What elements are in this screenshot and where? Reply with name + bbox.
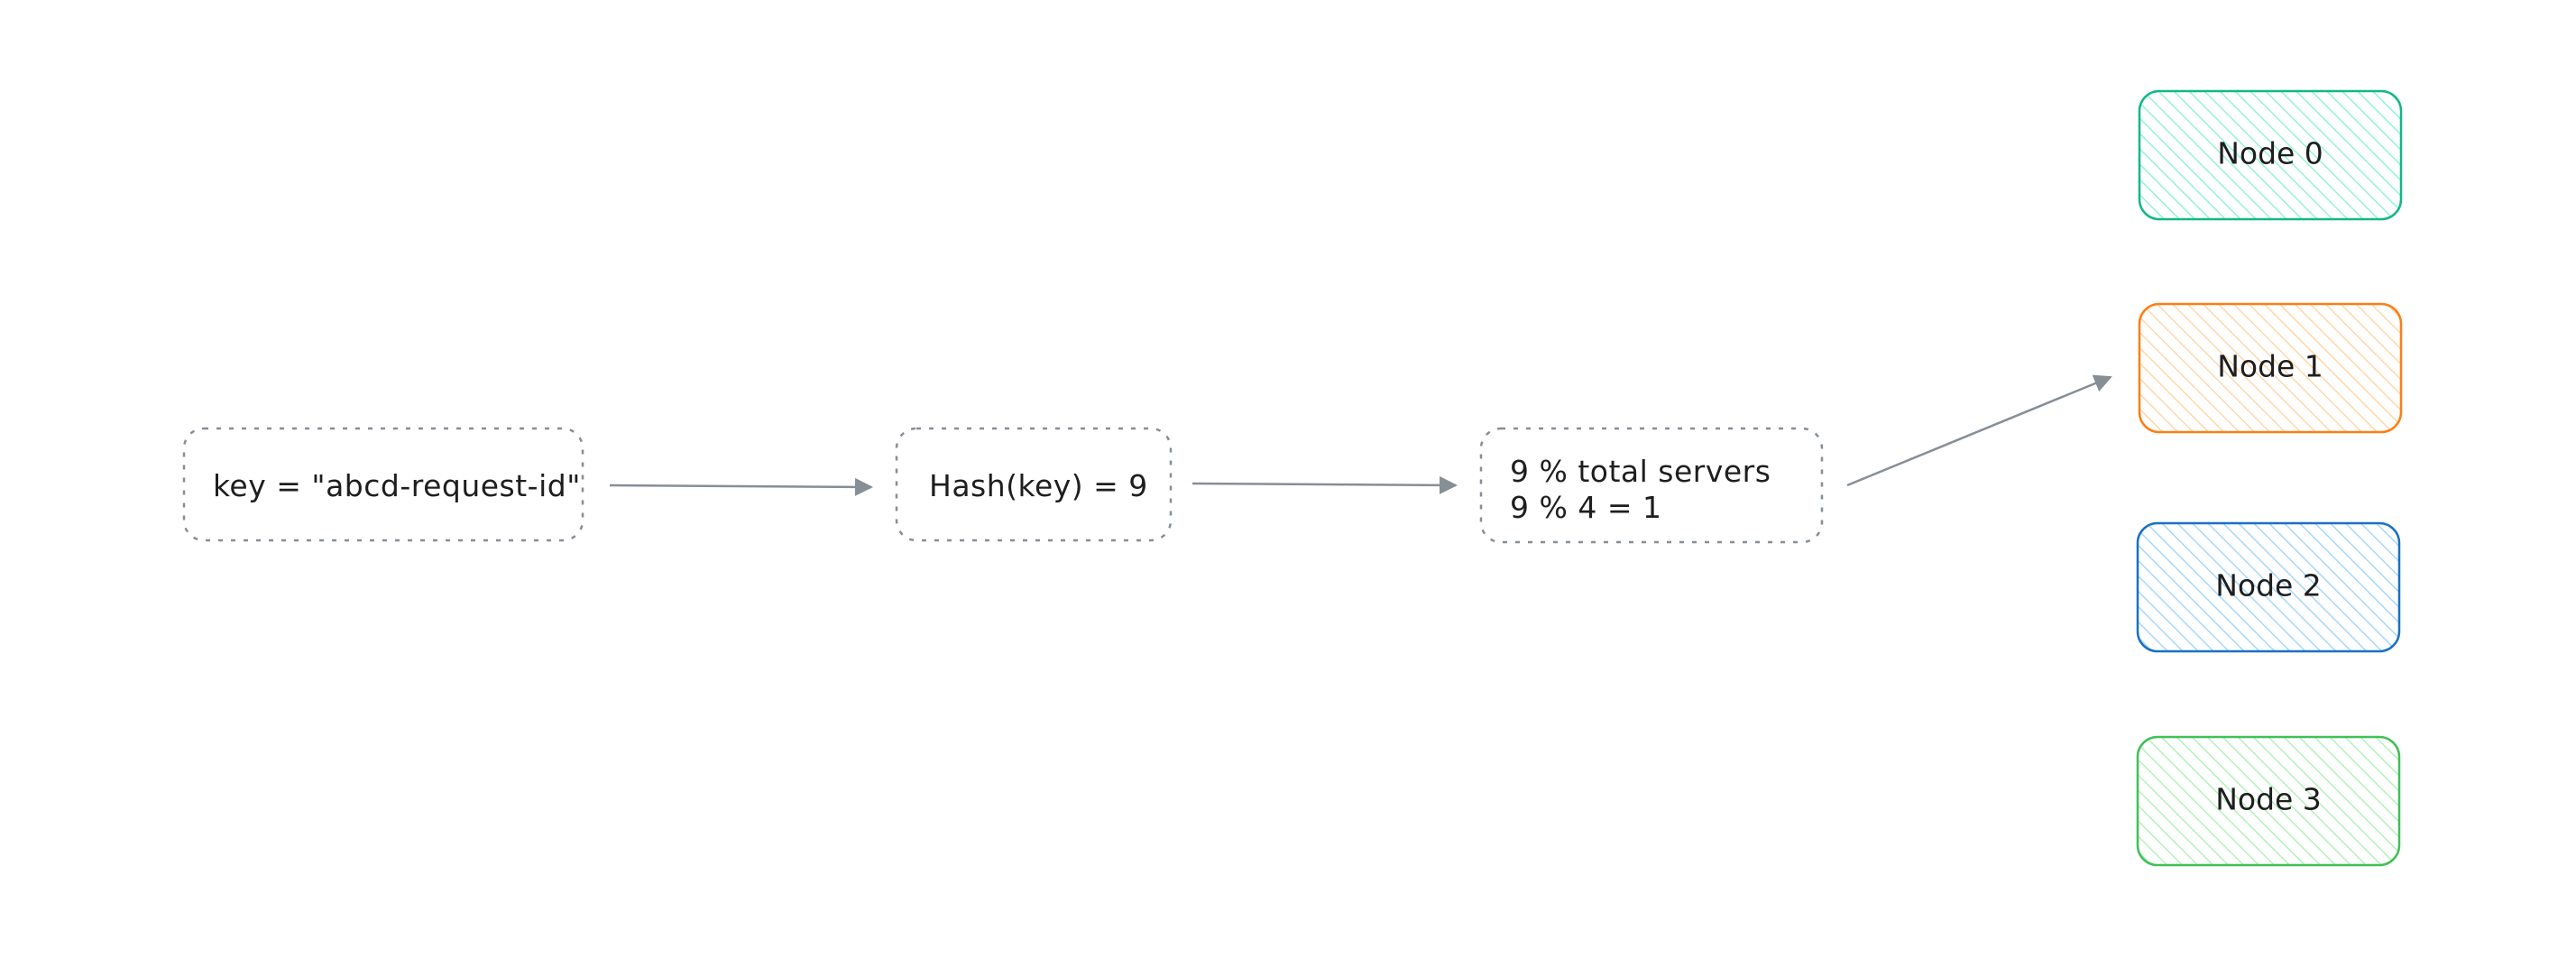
key-box-border xyxy=(182,427,584,542)
modulo-box: 9 % total servers 9 % 4 = 1 xyxy=(1479,427,1824,544)
key-box-label: key = "abcd-request-id" xyxy=(213,468,581,503)
node-1: Node 1 xyxy=(2138,302,2403,434)
node-2-label: Node 2 xyxy=(2215,568,2322,603)
node-3-label: Node 3 xyxy=(2215,782,2322,817)
hash-box: Hash(key) = 9 xyxy=(895,427,1173,542)
node-3: Node 3 xyxy=(2136,735,2401,867)
modulo-box-border xyxy=(1479,427,1824,544)
node-0: Node 0 xyxy=(2138,89,2403,221)
node-1-box xyxy=(2138,302,2403,434)
arrow-mod-to-node-1 xyxy=(1846,374,2112,487)
node-2-box xyxy=(2136,521,2401,653)
node-1-label: Node 1 xyxy=(2217,349,2323,384)
node-0-box xyxy=(2138,89,2403,221)
arrow-hash-to-mod xyxy=(1191,475,1458,494)
arrow-key-to-hash xyxy=(609,477,873,496)
node-2: Node 2 xyxy=(2136,521,2401,653)
node-0-label: Node 0 xyxy=(2217,136,2323,171)
modulo-box-line2: 9 % 4 = 1 xyxy=(1510,490,1661,525)
node-3-box xyxy=(2136,735,2401,867)
key-box: key = "abcd-request-id" xyxy=(182,427,584,542)
hash-box-label: Hash(key) = 9 xyxy=(929,468,1148,503)
modulo-box-line1: 9 % total servers xyxy=(1510,454,1771,489)
hash-box-border xyxy=(895,427,1173,542)
